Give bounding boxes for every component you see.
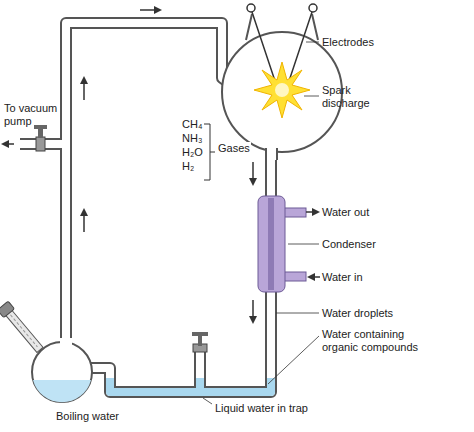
part-label: Spark discharge	[322, 84, 382, 110]
stopcock	[192, 332, 208, 352]
leader-lines	[203, 42, 319, 404]
formula-label: H₂O	[182, 146, 203, 159]
spark-discharge	[254, 62, 310, 118]
formula-label: H₂	[182, 160, 194, 173]
part-label: Liquid water in trap	[214, 402, 309, 415]
stopper	[0, 301, 45, 354]
part-label: Water in	[322, 271, 363, 284]
part-label: Electrodes	[322, 36, 374, 49]
formula-label: CH₄	[182, 118, 202, 131]
part-label: To vacuum pump	[4, 102, 62, 128]
vacuum-valve	[3, 125, 47, 151]
formula-label: NH₃	[182, 132, 202, 145]
flow-arrows	[84, 10, 320, 322]
bracket	[204, 124, 215, 180]
part-label: Condenser	[322, 238, 376, 251]
part-label: Water droplets	[322, 307, 393, 320]
part-label: Boiling water	[56, 410, 119, 423]
part-label: Gases	[217, 142, 251, 155]
part-label: Water out	[322, 206, 369, 219]
part-label: Water containing organic compounds	[322, 328, 434, 354]
